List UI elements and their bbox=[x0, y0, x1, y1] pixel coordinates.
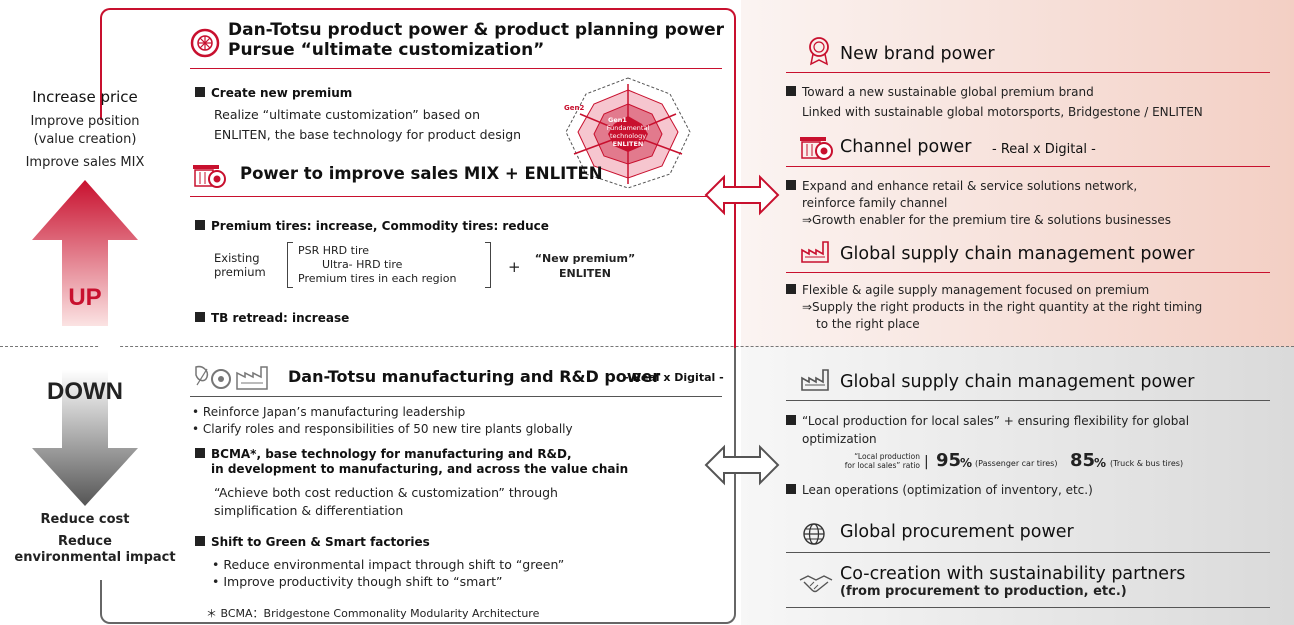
rule bbox=[786, 400, 1270, 401]
store-icon bbox=[193, 165, 226, 188]
rule bbox=[786, 72, 1270, 73]
scm-line-3: to the right place bbox=[816, 317, 920, 331]
gen1-label: Gen1 bbox=[608, 116, 627, 124]
channel-title: Channel power bbox=[840, 137, 972, 157]
scm-line-1: Flexible & agile supply management focus… bbox=[786, 282, 1149, 299]
bcma-desc-2: simplification & differentiation bbox=[214, 503, 404, 518]
lean-line: Lean operations (optimization of invento… bbox=[786, 482, 1093, 499]
ratio-separator: | bbox=[924, 454, 929, 470]
manufacturing-title: Dan-Totsu manufacturing and R&D power bbox=[288, 367, 661, 386]
fund-label-3: ENLITEN bbox=[613, 140, 644, 148]
medal-icon bbox=[809, 37, 829, 66]
sales-mix-title: Power to improve sales MIX + ENLITEN bbox=[240, 164, 603, 183]
create-premium-heading: Create new premium bbox=[195, 86, 352, 101]
double-arrow-gray-icon bbox=[704, 444, 780, 486]
left-top-line-3: Improve sales MIX bbox=[25, 155, 145, 170]
new-brand-title: New brand power bbox=[840, 44, 995, 64]
channel-suffix: - Real x Digital - bbox=[992, 142, 1096, 157]
reduce-cost: Reduce cost bbox=[40, 512, 130, 527]
rule bbox=[190, 396, 722, 397]
cocreation-title: Co-creation with sustainability partners bbox=[840, 564, 1186, 584]
rule bbox=[786, 272, 1270, 273]
left-top-line-2: (value creation) bbox=[33, 132, 137, 147]
handshake-icon bbox=[799, 575, 833, 593]
create-desc-1: Realize “ultimate customization” based o… bbox=[214, 107, 481, 122]
fund-label-1: Fundamental bbox=[607, 124, 650, 132]
green-line-1: • Reduce environmental impact through sh… bbox=[212, 557, 565, 572]
existing-label-1: Existing bbox=[214, 251, 260, 265]
bullet-2: • Clarify roles and responsibilities of … bbox=[192, 422, 573, 436]
right-top-panel bbox=[741, 0, 1294, 347]
product-power-title: Dan-Totsu product power & product planni… bbox=[228, 20, 725, 40]
dashed-divider bbox=[0, 346, 1294, 347]
bracket-right bbox=[485, 242, 491, 288]
cocreation-subtitle: (from procurement to production, etc.) bbox=[840, 584, 1127, 599]
green-line-2: • Improve productivity though shift to “… bbox=[212, 574, 503, 589]
ratio-label: “Local production for local sales” ratio bbox=[844, 452, 920, 470]
pct1-unit: % bbox=[960, 456, 973, 470]
channel-line-1: Expand and enhance retail & service solu… bbox=[786, 178, 1137, 195]
bracket-item-3: Premium tires in each region bbox=[298, 272, 457, 285]
tire-icon bbox=[190, 28, 220, 58]
gen2-label: Gen2 bbox=[564, 104, 584, 112]
fund-label-2: technology bbox=[610, 132, 646, 140]
left-top-line-1: Improve position bbox=[30, 114, 140, 129]
bcma-desc-1: “Achieve both cost reduction & customiza… bbox=[214, 485, 558, 500]
pct2-unit: % bbox=[1094, 456, 1107, 470]
double-arrow-red-icon bbox=[704, 174, 780, 216]
scm-title-bottom: Global supply chain management power bbox=[840, 372, 1195, 392]
existing-label-2: premium bbox=[214, 265, 266, 279]
bracket-item-2: Ultra- HRD tire bbox=[322, 258, 403, 271]
local-line-2: optimization bbox=[802, 432, 877, 446]
bracket-item-1: PSR HRD tire bbox=[298, 244, 370, 257]
brand-line-1: Toward a new sustainable global premium … bbox=[786, 84, 1094, 101]
manufacturing-icon bbox=[195, 365, 268, 390]
manufacturing-suffix: - Real x Digital - bbox=[624, 371, 724, 384]
channel-line-3: ⇒Growth enabler for the premium tire & s… bbox=[802, 213, 1171, 227]
plus-sign: + bbox=[508, 258, 521, 276]
new-premium-1: “New premium” bbox=[534, 252, 636, 265]
reduce-line: Reduce bbox=[58, 534, 112, 549]
down-label: DOWN bbox=[47, 378, 123, 405]
pct2-value: 85 bbox=[1070, 450, 1096, 471]
right-bottom-panel bbox=[741, 347, 1294, 625]
enliten-diagram: Gen2 Gen1 Fundamental technology ENLITEN bbox=[564, 77, 691, 189]
up-label: UP bbox=[68, 284, 102, 311]
factory-icon bbox=[801, 241, 829, 263]
tb-retread-heading: TB retread: increase bbox=[195, 311, 349, 326]
increase-price-title: Increase price bbox=[32, 88, 138, 106]
green-smart-heading: Shift to Green & Smart factories bbox=[195, 535, 430, 550]
pct1-value: 95 bbox=[936, 450, 962, 471]
brand-line-2: Linked with sustainable global motorspor… bbox=[802, 105, 1203, 119]
pct1-note: (Passenger car tires) bbox=[975, 459, 1058, 468]
down-arrow-icon bbox=[32, 370, 138, 506]
pct2-note: (Truck & bus tires) bbox=[1110, 459, 1184, 468]
bcma-footnote: ＊ BCMA：Bridgestone Commonality Modularit… bbox=[206, 607, 540, 620]
bcma-heading-1: BCMA*, base technology for manufacturing… bbox=[195, 447, 572, 462]
scm-title-top: Global supply chain management power bbox=[840, 244, 1195, 264]
factory-icon-gray bbox=[801, 369, 829, 391]
scm-line-2: ⇒Supply the right products in the right … bbox=[802, 300, 1203, 314]
new-premium-2: ENLITEN bbox=[558, 267, 612, 280]
environmental-impact: environmental impact bbox=[14, 550, 176, 565]
rule bbox=[786, 552, 1270, 553]
rule bbox=[190, 68, 722, 69]
bracket-left bbox=[287, 242, 293, 288]
bcma-heading-2: in development to manufacturing, and acr… bbox=[211, 462, 629, 476]
ultimate-customization-title: Pursue “ultimate customization” bbox=[228, 40, 545, 60]
local-line-1: “Local production for local sales” + ens… bbox=[786, 413, 1189, 430]
bullet-1: • Reinforce Japan’s manufacturing leader… bbox=[192, 405, 466, 419]
create-desc-2: ENLITEN, the base technology for product… bbox=[214, 127, 522, 142]
rule bbox=[786, 607, 1270, 608]
store-icon-right bbox=[800, 137, 833, 160]
up-arrow-icon bbox=[32, 180, 138, 326]
premium-tires-heading: Premium tires: increase, Commodity tires… bbox=[195, 219, 549, 234]
procurement-title: Global procurement power bbox=[840, 522, 1074, 542]
channel-line-2: reinforce family channel bbox=[802, 196, 948, 210]
globe-icon bbox=[803, 523, 825, 545]
rule bbox=[786, 166, 1270, 167]
rule bbox=[190, 196, 722, 197]
